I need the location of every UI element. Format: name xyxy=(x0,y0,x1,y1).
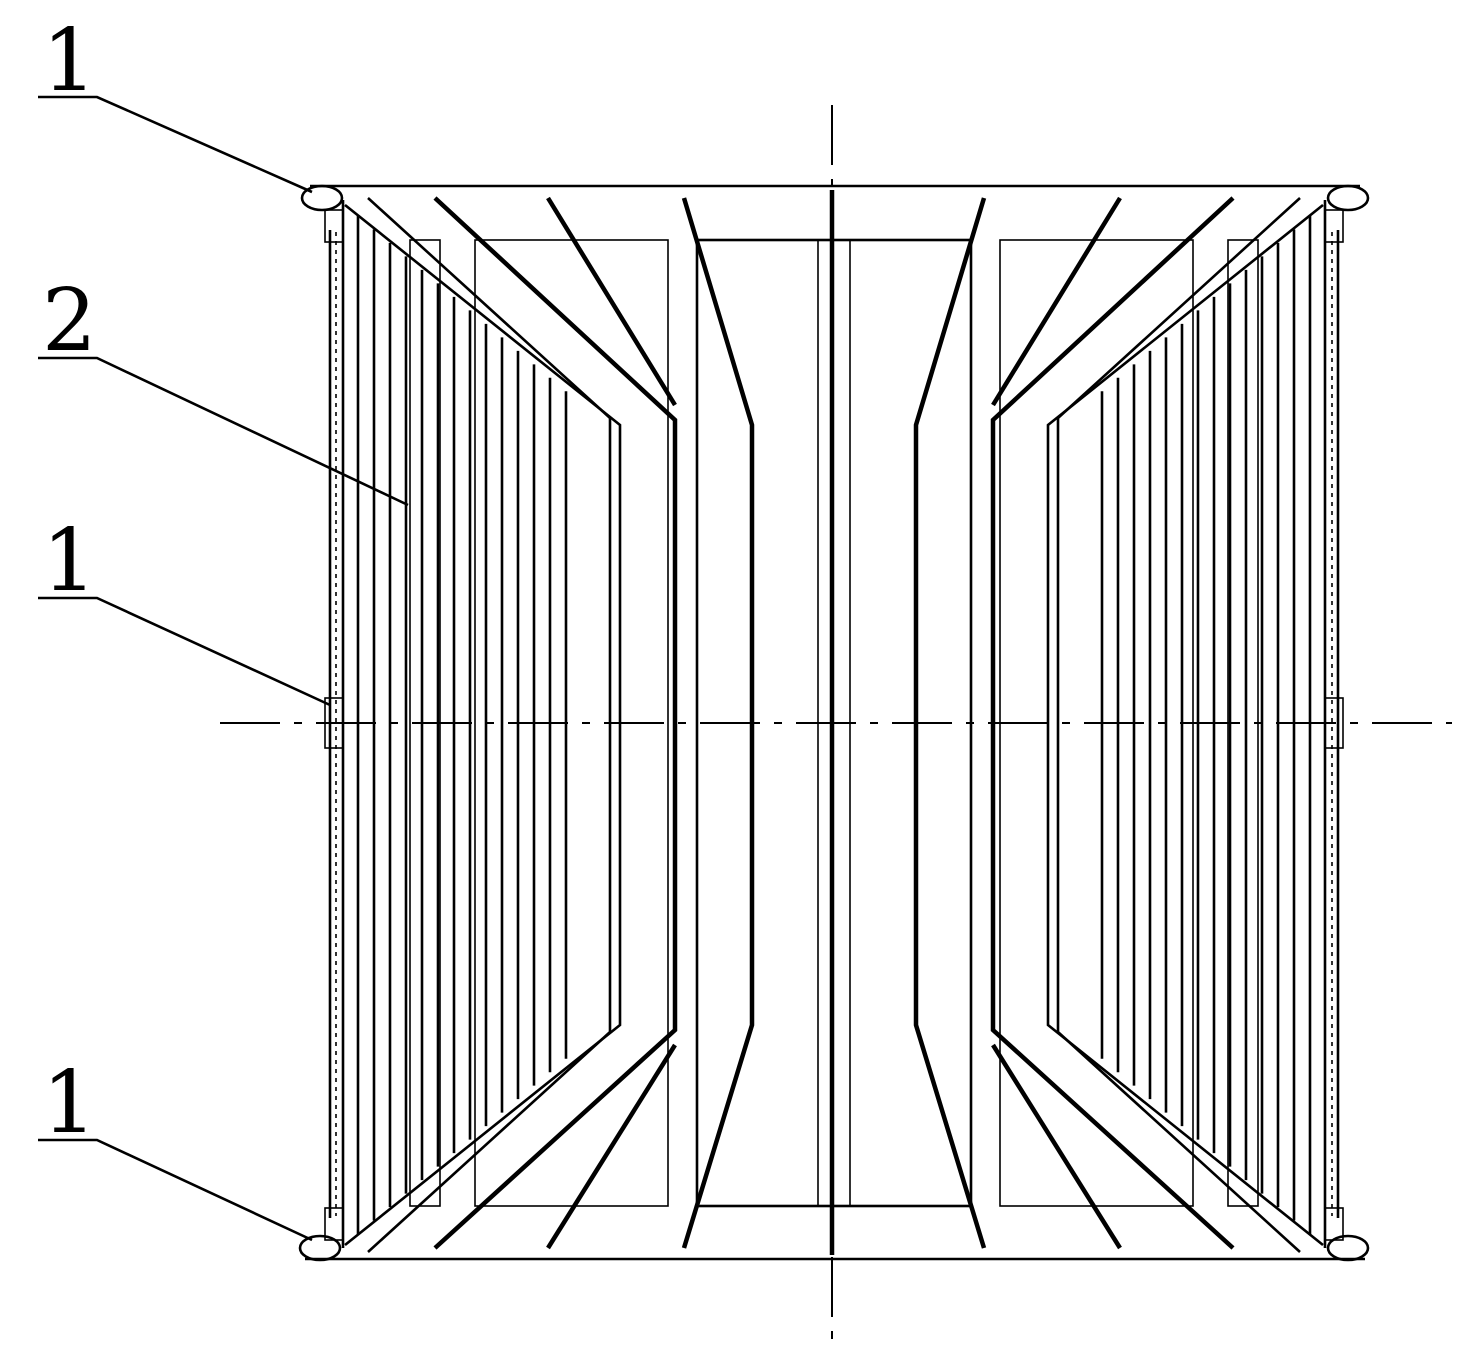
seal-mid-left xyxy=(324,697,344,749)
leader-top xyxy=(38,95,313,194)
seal-bottom-right xyxy=(1324,1207,1344,1241)
callout-label-mid: 1 xyxy=(42,511,97,611)
fins-left xyxy=(356,216,568,1234)
left-frame-outer xyxy=(409,239,441,1207)
plate-right-1 xyxy=(1046,203,1324,1247)
plate-left-2 xyxy=(367,197,612,1253)
plate-left-4 xyxy=(546,196,677,407)
flange-top-right xyxy=(1326,184,1370,212)
leader-bottom xyxy=(38,1138,313,1242)
plate-right-4b xyxy=(991,1043,1122,1250)
plate-right-3 xyxy=(990,196,1235,1250)
outer-housing xyxy=(298,184,1370,1262)
plates-left xyxy=(344,196,755,1253)
callout-label-upper: 2 xyxy=(42,271,97,371)
callout-label-top: 1 xyxy=(42,11,97,111)
plate-right-5 xyxy=(913,197,987,1249)
flange-bottom-right xyxy=(1326,1234,1370,1262)
seal-bottom-left xyxy=(324,1207,344,1241)
plate-right-4 xyxy=(991,196,1122,407)
leaders xyxy=(38,95,409,1242)
seal-mid-right xyxy=(1324,697,1344,749)
callout-label-bottom: 1 xyxy=(42,1053,97,1153)
leader-mid xyxy=(38,596,331,707)
seal-top-left xyxy=(324,209,344,243)
leader-upper xyxy=(38,356,409,507)
flange-bottom-left xyxy=(298,1234,342,1262)
flange-top-left xyxy=(300,184,344,212)
plate-left-1 xyxy=(344,203,622,1247)
plate-left-5 xyxy=(681,197,755,1249)
inner-frames xyxy=(409,190,1259,1255)
plates-right xyxy=(913,196,1324,1253)
right-frame-outer xyxy=(1227,239,1259,1207)
plate-right-2 xyxy=(1056,197,1301,1253)
fins-right xyxy=(1100,216,1312,1234)
plate-left-3 xyxy=(433,196,678,1250)
seal-top-right xyxy=(1324,209,1344,243)
plate-left-4b xyxy=(546,1043,677,1250)
